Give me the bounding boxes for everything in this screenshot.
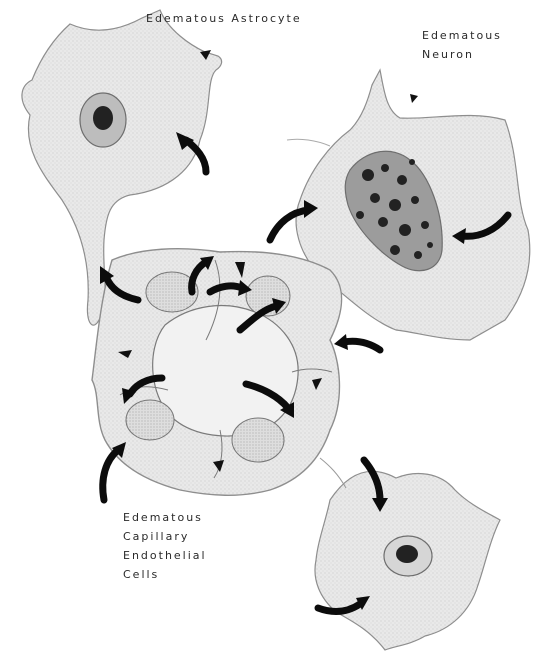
label-edematous-astrocyte: Edematous Astrocyte — [146, 9, 302, 28]
endothelial-nucleus — [126, 400, 174, 440]
label-line: Capillary — [123, 527, 207, 546]
label-line: Neuron — [422, 45, 502, 64]
label-line: Edematous — [422, 26, 502, 45]
label-line: Edematous — [123, 508, 207, 527]
label-line: Endothelial — [123, 546, 207, 565]
arrow — [344, 341, 380, 350]
label-line: Cells — [123, 565, 207, 584]
label-edematous-endothelial-cells: Edematous Capillary Endothelial Cells — [123, 508, 207, 584]
endothelial-nucleus — [232, 418, 284, 462]
neuron-marker — [410, 94, 418, 103]
lower-cell-process — [320, 458, 346, 488]
lower-cell-chromatin — [396, 545, 418, 563]
lower-cell — [315, 458, 500, 650]
arrowhead — [334, 334, 348, 350]
label-edematous-neuron: Edematous Neuron — [422, 26, 502, 64]
arrow — [103, 450, 118, 500]
capillary-lumen — [153, 306, 298, 436]
astrocyte-chromatin — [93, 106, 113, 130]
neuron-process — [287, 139, 330, 146]
